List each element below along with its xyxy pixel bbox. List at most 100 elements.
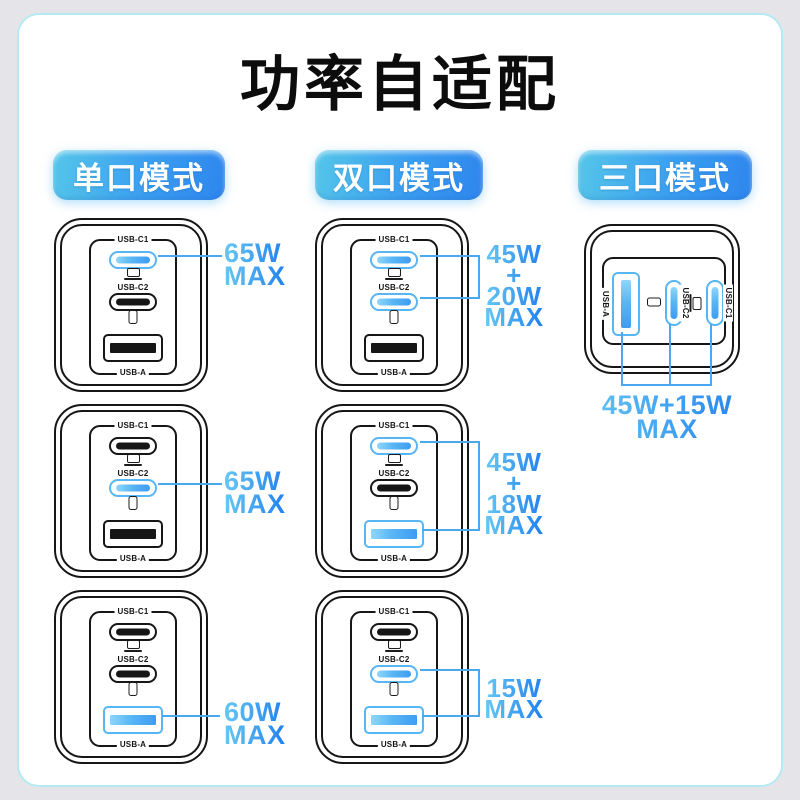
port-label-usb-c1: USB-C1 xyxy=(114,421,152,431)
usb-c1-port xyxy=(109,251,157,269)
port-label-usb-c2: USB-C2 xyxy=(375,283,413,293)
callout-line xyxy=(162,715,220,717)
port-panel: USB-C1 USB-C2 USB-A xyxy=(89,607,177,750)
usb-c1-port xyxy=(109,437,157,455)
power-value: 60W xyxy=(224,699,286,726)
power-value: 20W xyxy=(484,283,544,309)
power-value: 45W xyxy=(484,241,544,267)
usb-c1-port xyxy=(109,623,157,641)
callout-line xyxy=(710,324,712,386)
callout-line xyxy=(422,715,480,717)
phone-icon xyxy=(128,682,138,696)
power-max: MAX xyxy=(224,489,286,519)
usb-c2-port xyxy=(370,293,418,311)
power-value: 15W xyxy=(484,675,544,701)
port-label-usb-a: USB-A xyxy=(116,368,150,378)
port-pin xyxy=(377,442,411,450)
callout-line xyxy=(158,483,222,485)
usb-a-port xyxy=(364,706,424,734)
charger-dual-c1-c2: USB-C1 USB-C2 USB-A xyxy=(315,218,469,392)
port-panel: USB-C1 USB-C2 USB-A xyxy=(350,607,438,750)
port-label-usb-c2: USB-C2 xyxy=(114,655,152,665)
port-pin xyxy=(110,529,156,539)
laptop-icon xyxy=(689,294,702,312)
power-value: 65W xyxy=(224,468,286,495)
port-label-usb-c1: USB-C1 xyxy=(375,235,413,245)
laptop-icon xyxy=(385,640,403,653)
charger-triple-all: USB-A USB-C2 USB-C1 xyxy=(584,224,740,374)
port-pin xyxy=(377,628,411,636)
usb-c2-port xyxy=(109,293,157,311)
callout-bracket xyxy=(478,255,480,299)
page-title: 功率自适配 xyxy=(240,51,560,118)
port-pin xyxy=(377,256,411,264)
port-label-usb-a: USB-A xyxy=(116,554,150,564)
port-panel: USB-C1 USB-C2 USB-A xyxy=(350,421,438,564)
port-pin xyxy=(116,298,150,306)
usb-c1-port xyxy=(370,251,418,269)
phone-icon xyxy=(389,310,399,324)
port-panel: USB-C1 USB-C2 USB-A xyxy=(350,235,438,378)
usb-a-port xyxy=(364,520,424,548)
port-pin xyxy=(116,670,150,678)
callout-line xyxy=(420,255,480,257)
charger-dual-c1-a: USB-C1 USB-C2 USB-A xyxy=(315,404,469,578)
port-pin xyxy=(670,287,678,319)
port-label-usb-c2: USB-C2 xyxy=(114,283,152,293)
power-max: MAX xyxy=(484,510,544,540)
port-label-usb-c2: USB-C2 xyxy=(375,469,413,479)
power-max: MAX xyxy=(484,694,544,724)
power-callout-triple-all: 45W+15W MAX xyxy=(579,392,755,443)
mode-pill-dual-port: 双口模式 xyxy=(315,150,483,200)
charger-single-c1: USB-C1 USB-C2 USB-A xyxy=(54,218,208,392)
port-label-usb-a: USB-A xyxy=(600,287,610,321)
mode-pill-single-port: 单口模式 xyxy=(53,150,225,200)
usb-a-port xyxy=(103,334,163,362)
port-pin xyxy=(371,529,417,539)
power-value: 45W xyxy=(484,449,544,475)
port-panel: USB-C1 USB-C2 USB-A xyxy=(89,235,177,378)
phone-icon xyxy=(647,297,661,307)
usb-a-port xyxy=(103,520,163,548)
port-label-usb-a: USB-A xyxy=(377,554,411,564)
port-label-usb-c2: USB-C2 xyxy=(114,469,152,479)
usb-c2-port xyxy=(109,665,157,683)
port-pin xyxy=(110,715,156,725)
power-callout-single-c1: 65W MAX xyxy=(224,240,286,291)
port-label-usb-c1: USB-C1 xyxy=(114,235,152,245)
usb-c1-port xyxy=(370,437,418,455)
phone-icon xyxy=(128,310,138,324)
port-label-usb-c1: USB-C1 xyxy=(114,607,152,617)
callout-line xyxy=(621,332,623,386)
power-max: MAX xyxy=(224,261,286,291)
callout-bracket xyxy=(478,669,480,717)
port-label-usb-a: USB-A xyxy=(377,368,411,378)
mode-pill-triple-port: 三口模式 xyxy=(578,150,752,200)
port-pin xyxy=(116,484,150,492)
callout-line xyxy=(669,324,671,386)
usb-a-port xyxy=(364,334,424,362)
port-pin xyxy=(377,670,411,678)
phone-icon xyxy=(128,496,138,510)
port-pin xyxy=(116,256,150,264)
callout-line xyxy=(420,441,480,443)
power-callout-single-c2: 65W MAX xyxy=(224,468,286,519)
usb-c1-port xyxy=(370,623,418,641)
callout-line xyxy=(420,669,480,671)
port-pin xyxy=(116,628,150,636)
port-panel: USB-A USB-C2 USB-C1 xyxy=(600,257,733,345)
port-label-usb-c2: USB-C2 xyxy=(375,655,413,665)
plus-sign: + xyxy=(484,262,544,288)
usb-c2-port xyxy=(109,479,157,497)
port-pin xyxy=(621,280,631,328)
power-callout-dual-c1-a: 45W + 18W MAX xyxy=(484,449,544,540)
port-label-usb-c1: USB-C1 xyxy=(375,607,413,617)
plus-sign: + xyxy=(484,470,544,496)
power-callout-dual-c2-a: 15W MAX xyxy=(484,675,544,724)
port-pin xyxy=(110,343,156,353)
power-max: MAX xyxy=(224,720,286,750)
callout-bracket xyxy=(621,384,712,386)
usb-a-port xyxy=(103,706,163,734)
charger-single-a: USB-C1 USB-C2 USB-A xyxy=(54,590,208,764)
